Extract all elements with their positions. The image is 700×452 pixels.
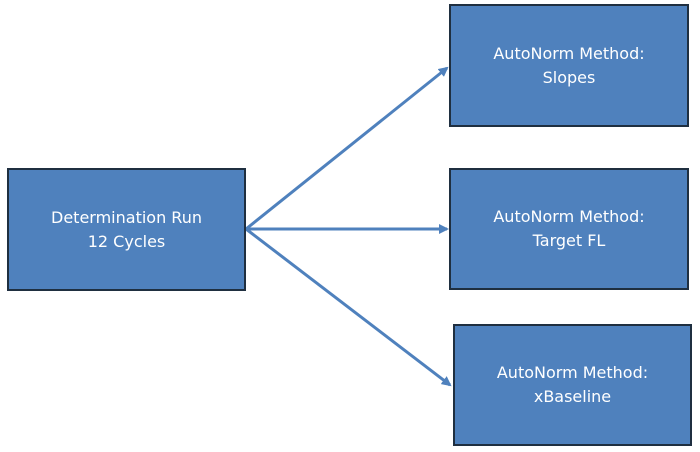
determination-run-title: Determination Run <box>51 207 202 227</box>
determination-run-box: Determination Run 12 Cycles <box>7 168 246 291</box>
arrow-to-xbaseline <box>245 227 452 387</box>
autonorm-target-fl-box: AutoNorm Method: Target FL <box>449 168 689 290</box>
autonorm-slopes-method: Slopes <box>542 67 596 87</box>
autonorm-target-fl-label: AutoNorm Method: <box>493 207 645 226</box>
determination-run-cycles: 12 Cycles <box>87 231 166 251</box>
autonorm-xbaseline-label: AutoNorm Method: <box>496 363 649 382</box>
autonorm-xbaseline-box: AutoNorm Method: xBaseline <box>453 324 692 446</box>
autonorm-slopes-label: AutoNorm Method: <box>493 43 645 63</box>
autonorm-slopes-box: AutoNorm Method: Slopes <box>449 4 689 127</box>
arrow-to-slopes <box>245 66 449 231</box>
autonorm-xbaseline-method: xBaseline <box>533 387 612 406</box>
autonorm-target-fl-method: Target FL <box>532 231 606 250</box>
